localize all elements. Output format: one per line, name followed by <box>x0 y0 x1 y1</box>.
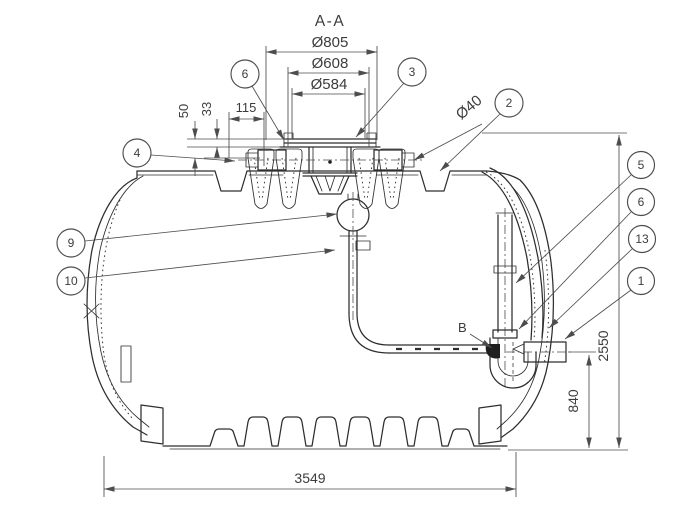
callout-balloon <box>56 228 86 258</box>
outlet-elbow <box>485 344 500 359</box>
dim-riser-outer-label: Ø608 <box>312 55 349 72</box>
callout-balloon <box>56 266 86 296</box>
callout-lid: 4 <box>122 138 236 168</box>
pipe-coupling-upper <box>493 265 517 274</box>
dim-inlet-pipe-label: Ø40 <box>453 92 486 123</box>
dim-riser-outer: Ø608 <box>287 55 370 147</box>
detail-extension-lines <box>187 138 286 159</box>
dim-inlet-pipe: Ø40 <box>413 92 486 161</box>
dim-outlet-height: 840 <box>565 351 596 448</box>
callout-number: 9 <box>68 236 75 250</box>
dim-riser-inner-label: Ø584 <box>311 76 348 93</box>
callout-top-left: 6 <box>230 59 285 141</box>
dim-detail-50: 50 <box>176 104 198 176</box>
callout-number: 13 <box>635 232 649 246</box>
callout-balloon <box>397 57 427 87</box>
dim-outlet-height-label: 840 <box>565 389 581 413</box>
dim-detail-115-label: 115 <box>236 100 257 115</box>
callout-number: 4 <box>134 146 141 160</box>
callout-balloon <box>627 224 657 254</box>
dim-total-height: 2550 <box>482 132 628 451</box>
dim-flange-outer-label: Ø805 <box>312 34 349 51</box>
dim-total-length: 3549 <box>103 452 517 497</box>
callout-suction-pipe: 10 <box>56 248 336 296</box>
tank-body-outline <box>83 167 555 445</box>
callout-balloon <box>626 150 656 180</box>
callout-right-second: 6 <box>518 187 656 330</box>
section-point-b: B <box>458 320 493 349</box>
dim-detail-33-label: 33 <box>199 102 214 116</box>
callout-float-valve: 9 <box>56 212 338 258</box>
callout-balloon <box>122 138 152 168</box>
manhole-assembly <box>238 132 422 209</box>
collar-center-dot <box>328 160 332 164</box>
callout-number: 5 <box>638 158 645 172</box>
callout-number: 2 <box>506 96 513 110</box>
pipe-clamp <box>355 240 371 251</box>
section-title: A-A <box>315 13 345 30</box>
callout-right-top: 5 <box>515 150 656 284</box>
hanging-ribs <box>247 148 406 209</box>
dim-riser-inner: Ø584 <box>291 76 366 138</box>
callout-balloon <box>626 187 656 217</box>
callout-balloon <box>230 59 260 89</box>
dip-pipe-and-outlet-trap <box>485 208 574 390</box>
callout-balloon <box>626 266 656 296</box>
dim-total-height-label: 2550 <box>595 330 611 361</box>
callout-balloon <box>494 88 524 118</box>
callout-right-bottom: 1 <box>564 266 656 340</box>
callout-right-third: 13 <box>548 224 657 329</box>
callout-number: 3 <box>409 65 416 79</box>
callout-number: 1 <box>638 274 645 288</box>
dim-detail-115: 115 <box>228 100 265 166</box>
callout-number: 10 <box>64 274 78 288</box>
bottom-corrugations <box>162 416 508 450</box>
dim-detail-33: 33 <box>199 102 220 158</box>
pipe-coupling-lower <box>492 329 518 339</box>
callout-number: 6 <box>638 195 645 209</box>
callout-inlet: 2 <box>439 88 524 172</box>
callout-top-right: 3 <box>355 57 427 138</box>
dim-total-length-label: 3549 <box>294 470 325 486</box>
callout-number: 6 <box>242 67 249 81</box>
section-point-b-label: B <box>458 320 467 335</box>
float-valve-and-suction-pipe <box>336 192 498 354</box>
dim-flange-outer: Ø805 <box>265 34 378 140</box>
dim-detail-50-label: 50 <box>176 104 191 118</box>
